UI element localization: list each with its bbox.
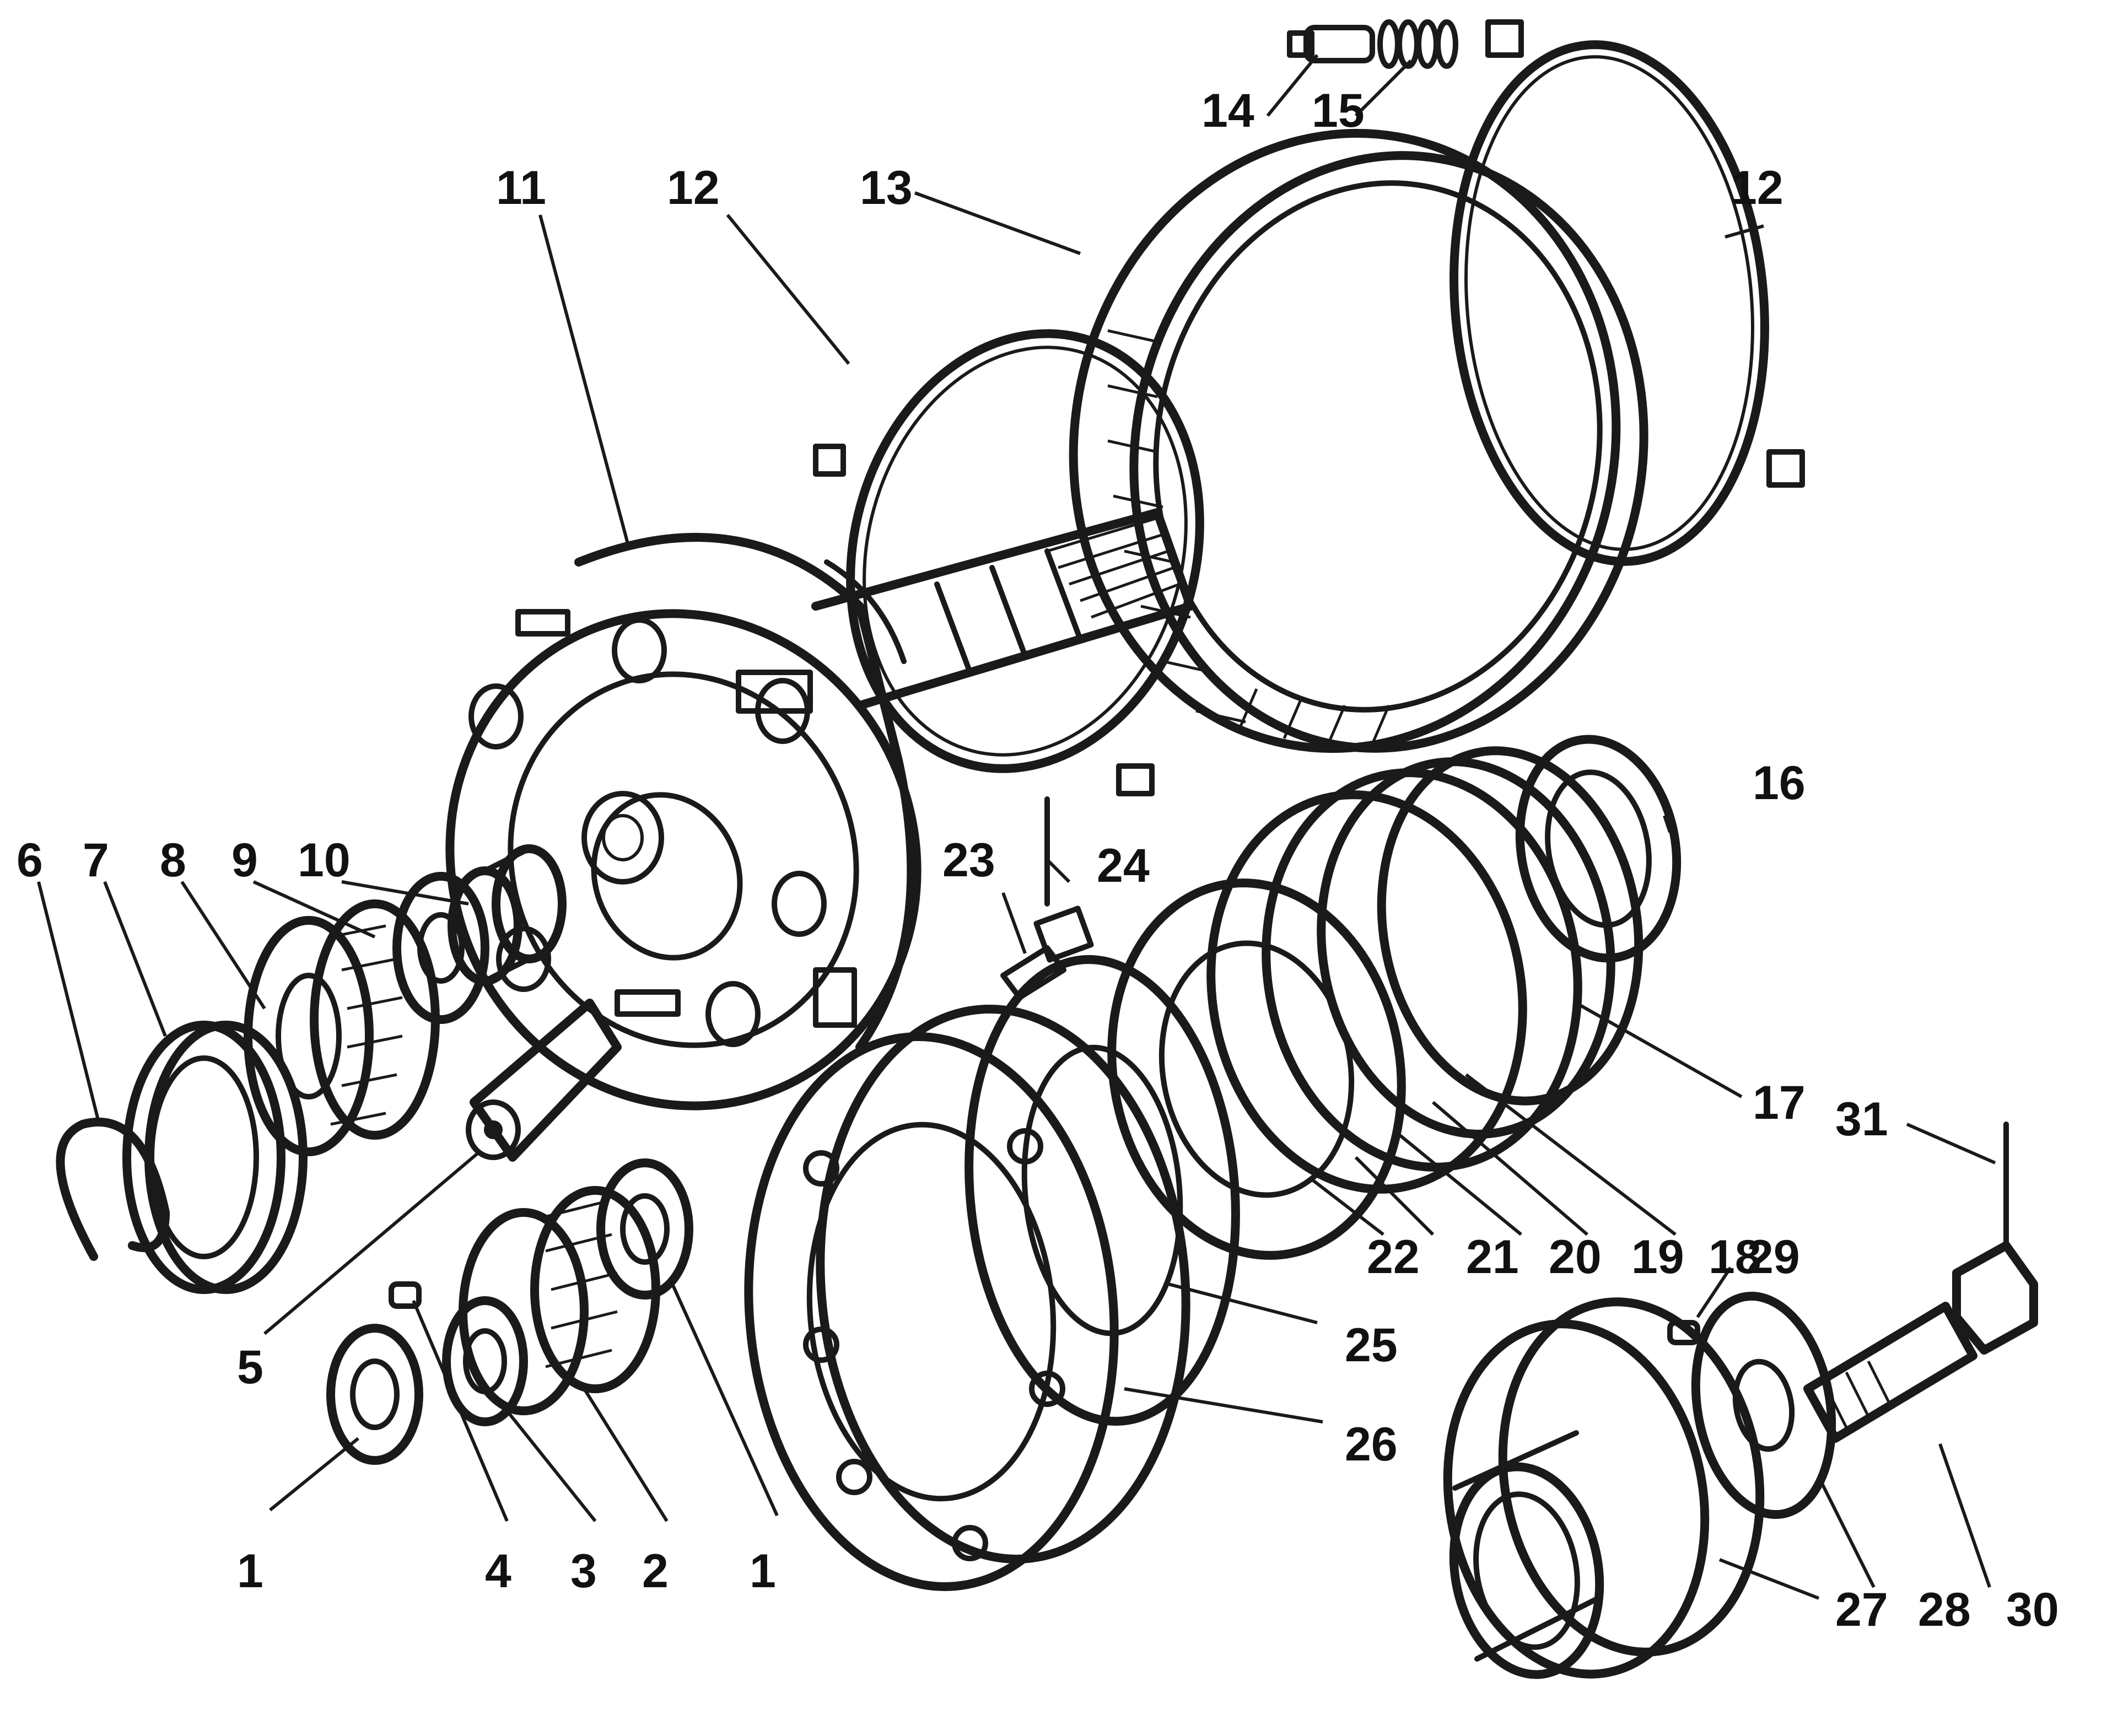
planet-carrier [445,508,1195,1110]
ring-gear [1069,128,1648,753]
washer-1-right [596,1158,693,1300]
washer-1-left [326,1324,423,1465]
callout-1-right: 1 [750,1545,776,1598]
callout-21: 21 [1466,1231,1519,1284]
pin-shaft-5 [466,999,622,1162]
callout-5: 5 [237,1341,263,1394]
seal-16 [1515,735,1682,963]
washer-9 [392,872,489,1024]
leader-lines [37,54,1996,1600]
internal-gear-7 [122,1021,308,1294]
callout-2: 2 [642,1545,669,1598]
callout-26: 26 [1345,1418,1398,1471]
callouts: 1 1 2 3 4 5 6 7 8 9 10 11 12 13 14 15 12… [17,84,2059,1636]
callout-13: 13 [860,161,913,214]
callout-28: 28 [1918,1583,1971,1636]
callout-14: 14 [1201,84,1254,137]
callout-12-right: 12 [1731,161,1783,214]
bolt-23 [1000,905,1094,1000]
callout-20: 20 [1549,1231,1602,1284]
callout-3: 3 [570,1545,597,1598]
callout-11: 11 [496,161,546,214]
callout-6: 6 [17,834,43,887]
callout-7: 7 [83,834,109,887]
callout-22: 22 [1367,1231,1420,1284]
callout-31: 31 [1835,1093,1888,1146]
callout-8: 8 [160,834,186,887]
callout-12-left: 12 [667,161,720,214]
callout-4: 4 [485,1545,511,1598]
callout-16: 16 [1753,757,1806,810]
callout-23: 23 [942,834,995,887]
pin-29 [1667,1320,1700,1345]
clutch-pack-17-21 [1206,746,1643,1194]
shaft-nut-30 [1803,1241,2038,1443]
callout-15: 15 [1312,84,1365,137]
callout-27: 27 [1835,1583,1888,1636]
callout-10: 10 [298,834,351,887]
spring-15 [1377,19,1458,69]
snap-ring-right [1449,19,1805,566]
callout-29: 29 [1747,1231,1800,1284]
pin-4 [389,1281,422,1309]
callout-17: 17 [1753,1076,1806,1129]
bearing-22 [1107,878,1406,1260]
callout-18: 18 [1709,1231,1761,1284]
hub-27 [1443,1297,1765,1679]
callout-30: 30 [2006,1583,2059,1636]
callout-25: 25 [1345,1319,1398,1372]
callout-24: 24 [1097,839,1150,892]
callout-1-left: 1 [237,1545,263,1598]
bearing-3 [442,1296,528,1426]
brake-drum-26 [744,1005,1190,1591]
disc-25 [964,955,1240,1426]
bolt-14 [1287,25,1375,63]
callout-9: 9 [231,834,258,887]
bushing-10 [448,844,567,985]
callout-19: 19 [1631,1231,1684,1284]
